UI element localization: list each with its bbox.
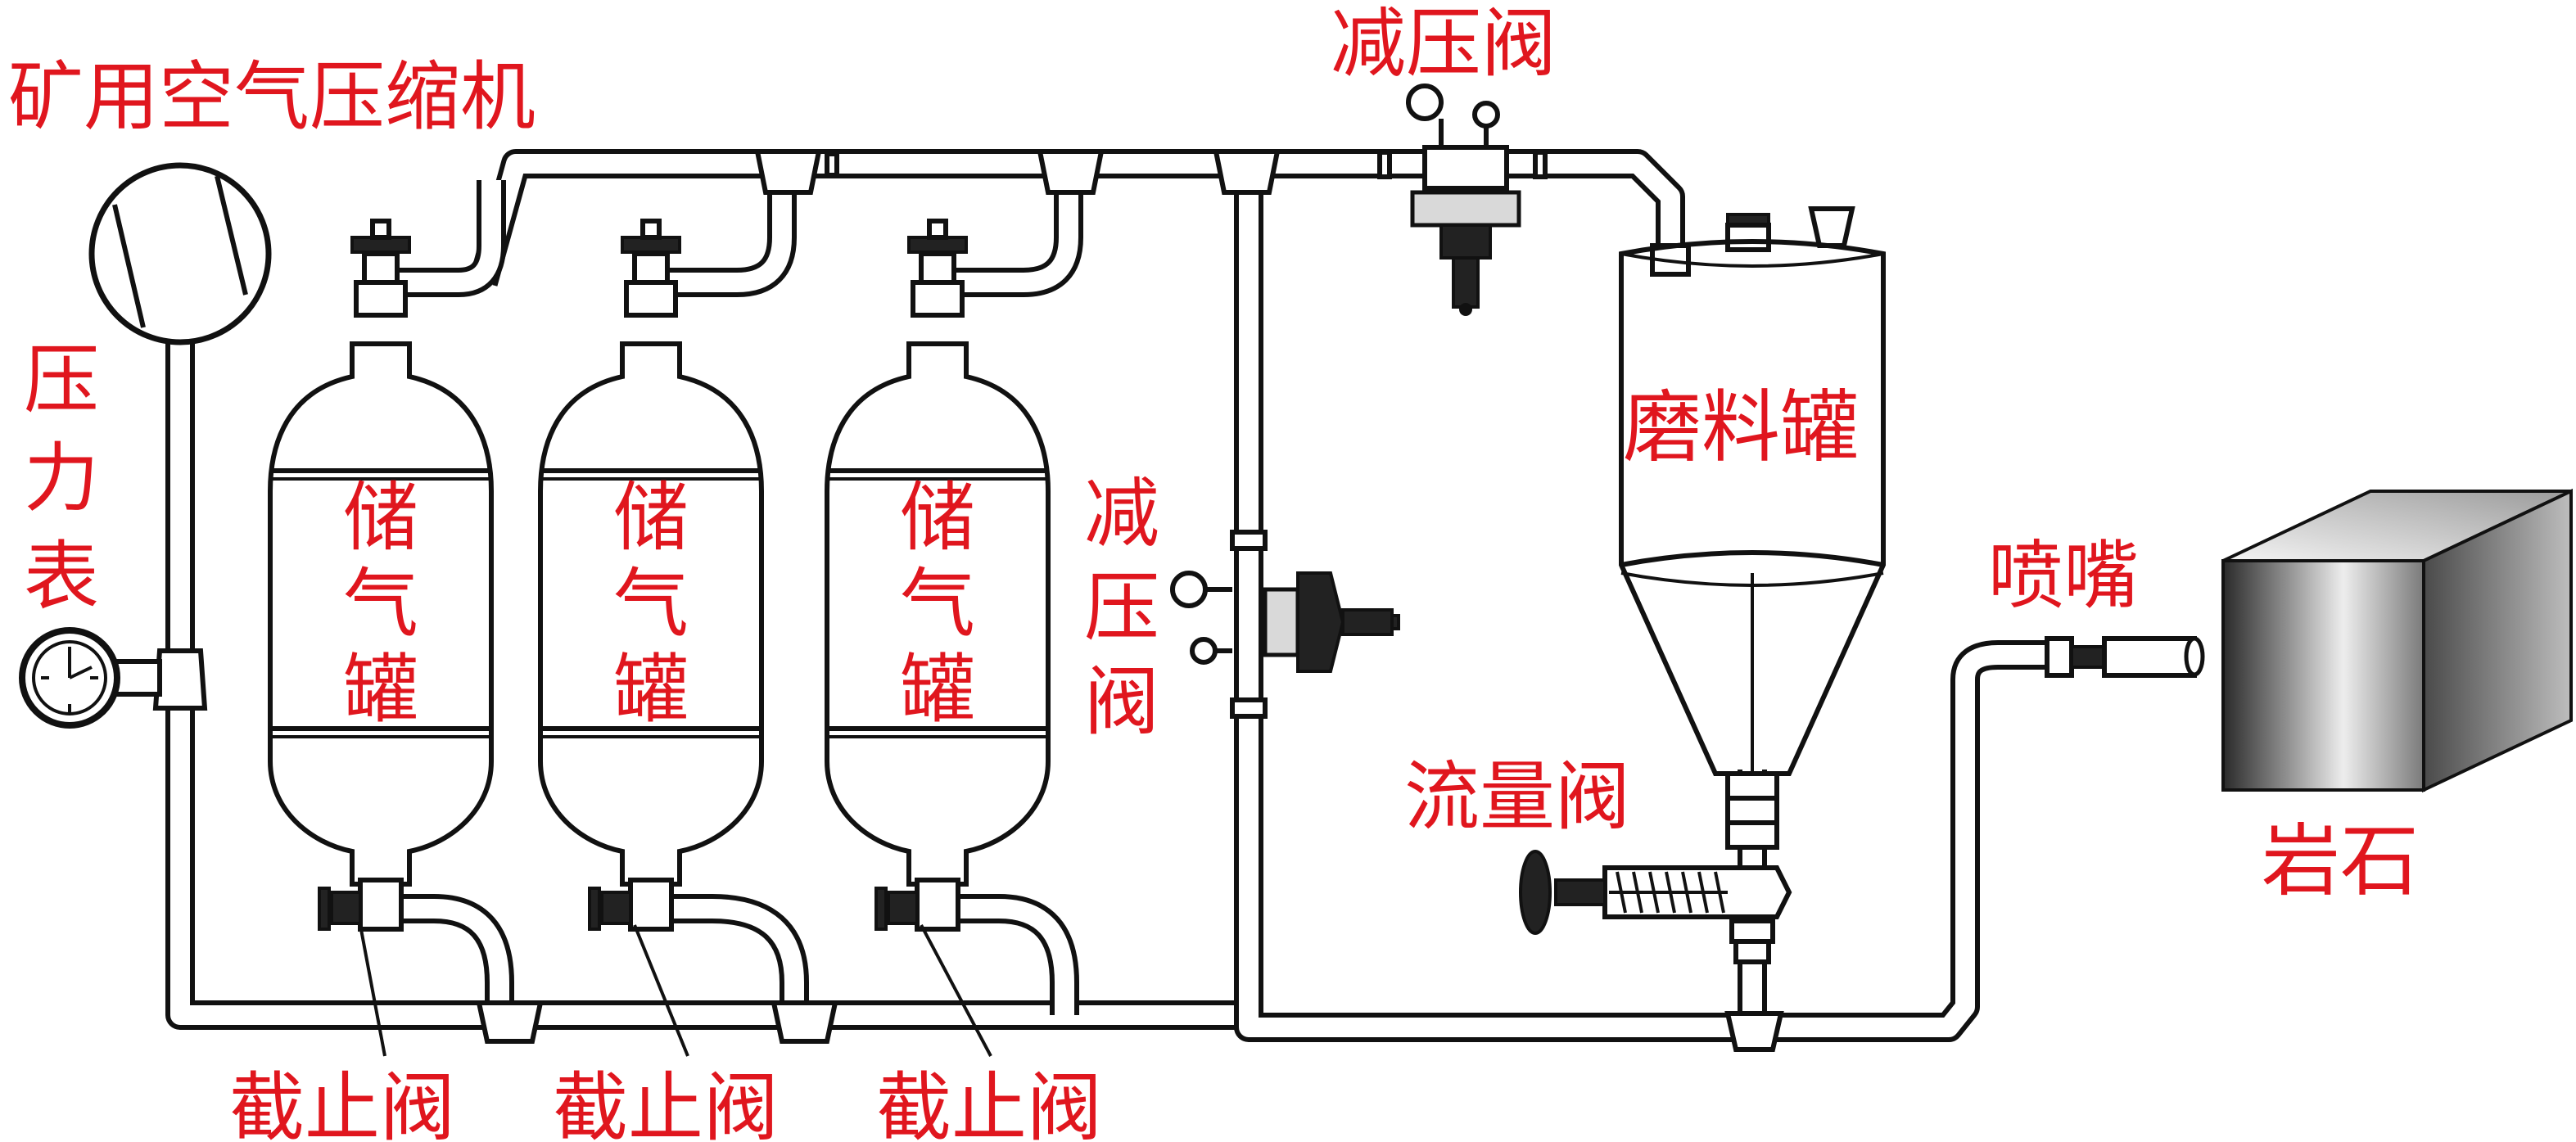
storage-tank-3	[825, 219, 1051, 932]
grinding-tank	[1619, 206, 1886, 776]
label-pressure-gauge: 压力表	[23, 336, 99, 621]
top-header-tees	[754, 149, 1548, 195]
label-storage-tank-2: 储气罐	[612, 474, 689, 733]
nozzle	[2045, 636, 2205, 678]
label-storage-tank-3: 储气罐	[899, 474, 975, 733]
storage-tank-2	[538, 219, 764, 932]
label-flow-valve: 流量阀	[1404, 753, 1630, 841]
bottom-main-tees	[476, 1000, 1784, 1052]
label-compressor: 矿用空气压缩机	[8, 53, 536, 141]
pressure-gauge	[19, 627, 208, 729]
label-storage-tank-1: 储气罐	[342, 474, 418, 733]
label-stop-valve-3: 截止阀	[876, 1064, 1102, 1142]
label-reducing-valve-top: 减压阀	[1331, 0, 1557, 88]
label-rock: 岩石	[2262, 815, 2419, 907]
rock-block	[2221, 488, 2573, 793]
flow-valve	[1519, 771, 1792, 964]
pipe-network	[165, 149, 2047, 1042]
reducing-valve-top	[1406, 84, 1521, 316]
stop-valve-leaders	[359, 924, 992, 1057]
label-grinding-tank: 磨料罐	[1623, 381, 1859, 473]
reducing-valve-side	[1170, 530, 1400, 719]
air-compressor	[88, 162, 272, 345]
label-stop-valve-2: 截止阀	[553, 1064, 779, 1142]
storage-tank-1	[268, 219, 494, 932]
label-nozzle: 喷嘴	[1988, 532, 2139, 620]
labels: 矿用空气压缩机 减压阀 磨料罐 喷嘴 流量阀 岩石 截止阀 截止阀 截止阀	[8, 0, 2419, 1142]
label-stop-valve-1: 截止阀	[229, 1064, 455, 1142]
label-reducing-valve-side: 减压阀	[1083, 470, 1159, 746]
